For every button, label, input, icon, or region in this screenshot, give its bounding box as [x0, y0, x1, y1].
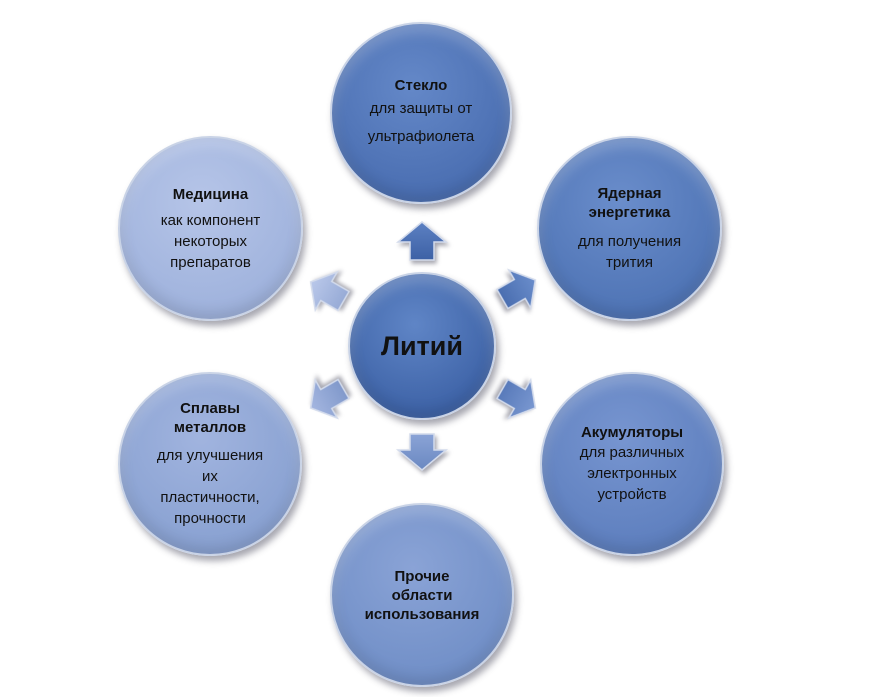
node-other-uses: Прочие области использования [330, 503, 514, 687]
node-alloys-desc-line-1: для улучшения [156, 447, 264, 464]
node-alloys-desc-line-3: пластичности, [160, 489, 260, 506]
arrow-to-alloys [309, 377, 351, 420]
node-nuclear-title-line-1: Ядерная [597, 185, 662, 202]
node-medicine-desc-line-3: препаратов [170, 253, 251, 271]
node-batteries: Акумуляторы для различных электронных ус… [540, 372, 724, 556]
node-center-lithium: Литий [348, 272, 496, 420]
node-other-title-line-2: области [391, 586, 453, 604]
node-medicine-title: Медицина [172, 185, 249, 203]
node-glass-desc-line-1: для защиты от [369, 99, 473, 117]
node-nuclear-title-line-2: энергетика [588, 204, 671, 221]
node-metal-alloys: Сплавы металлов для улучшения их пластич… [118, 372, 302, 556]
node-battery-desc-line-3: устройств [597, 486, 667, 503]
node-medicine-desc-line-2: некоторых [173, 232, 248, 250]
arrow-to-battery [495, 377, 537, 420]
node-nuclear-desc-line-1: для получения [577, 233, 682, 250]
center-title: Литий [381, 331, 463, 361]
node-other-title-line-3: использования [364, 605, 480, 623]
node-alloys-desc-line-2: их [202, 468, 218, 485]
node-nuclear-desc-line-2: трития [606, 254, 653, 271]
node-alloys-title-line-1: Сплавы [180, 400, 240, 417]
node-battery-title: Акумуляторы [580, 424, 684, 441]
node-nuclear-energy: Ядерная энергетика для получения трития [537, 136, 722, 321]
node-medicine: Медицина как компонент некоторых препара… [118, 136, 303, 321]
arrow-down-to-other [395, 433, 449, 471]
node-battery-desc-line-2: электронных [587, 465, 677, 482]
node-glass: Стекло для защиты от ультрафиолета [330, 22, 512, 204]
node-alloys-title-line-2: металлов [173, 419, 247, 436]
node-battery-desc-line-1: для различных [579, 444, 685, 461]
arrow-to-medicine [309, 270, 351, 313]
arrow-to-nuclear [495, 268, 537, 311]
node-alloys-desc-line-4: прочности [174, 510, 246, 527]
node-glass-title: Стекло [394, 76, 448, 94]
node-glass-desc-line-2: ультрафиолета [367, 127, 475, 145]
arrow-up-to-glass [395, 221, 449, 261]
node-other-title-line-1: Прочие [394, 567, 450, 585]
node-medicine-desc-line-1: как компонент [160, 211, 261, 229]
